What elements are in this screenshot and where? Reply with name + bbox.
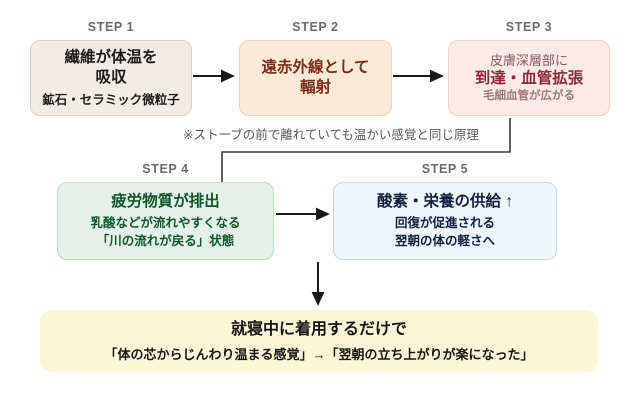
step-label-2: STEP 2 xyxy=(292,20,339,34)
step3-sub: 毛細血管が広がる xyxy=(483,90,575,103)
step5-main: 酸素・栄養の供給 ↑ xyxy=(376,193,514,211)
summary-box[interactable]: 就寝中に着用するだけで 「体の芯からじんわり温まる感覚」→「翌朝の立ち上がりが楽… xyxy=(40,310,598,372)
step-box-5[interactable]: 酸素・栄養の供給 ↑ 回復が促進される 翌朝の体の軽さへ xyxy=(333,182,557,260)
step1-sub: 鉱石・セラミック微粒子 xyxy=(42,92,180,107)
step4-main: 疲労物質が排出 xyxy=(111,193,220,211)
step2-main-line2: 輻射 xyxy=(299,79,331,96)
step-label-1: STEP 1 xyxy=(87,20,135,34)
step3-top: 皮膚深層部に xyxy=(489,52,568,68)
step-box-4[interactable]: 疲労物質が排出 乳酸などが流れやすくなる 「川の流れが戻る」状態 xyxy=(57,182,274,260)
step5-sub-line1: 回復が促進される xyxy=(394,215,495,230)
step-box-2[interactable]: 遠赤外線として 輻射 xyxy=(239,40,392,116)
step4-sub-line2: 「川の流れが戻る」状態 xyxy=(96,234,235,249)
step4-sub-line1: 乳酸などが流れやすくなる xyxy=(90,215,241,230)
step-box-3[interactable]: 皮膚深層部に 到達・血管拡張 毛細血管が広がる xyxy=(448,40,610,116)
note-text: ※ストーブの前で離れていても温かい感覚と同じ原理 xyxy=(183,128,479,142)
summary-sub: 「体の芯からじんわり温まる感覚」→「翌朝の立ち上がりが楽になった」 xyxy=(104,346,534,362)
step-label-5: STEP 5 xyxy=(421,162,469,176)
step1-main-line2: 吸収 xyxy=(95,69,127,87)
summary-main: 就寝中に着用するだけで xyxy=(230,320,407,338)
step-box-1[interactable]: 繊維が体温を 吸収 鉱石・セラミック微粒子 xyxy=(30,40,192,116)
step2-main-line1: 遠赤外線として xyxy=(261,58,370,76)
step3-main: 到達・血管拡張 xyxy=(474,69,584,87)
step1-main-line1: 繊維が体温を xyxy=(64,48,158,66)
step-label-4: STEP 4 xyxy=(142,162,189,176)
step-label-3: STEP 3 xyxy=(505,20,553,34)
step5-sub-line2: 翌朝の体の軽さへ xyxy=(394,234,495,249)
